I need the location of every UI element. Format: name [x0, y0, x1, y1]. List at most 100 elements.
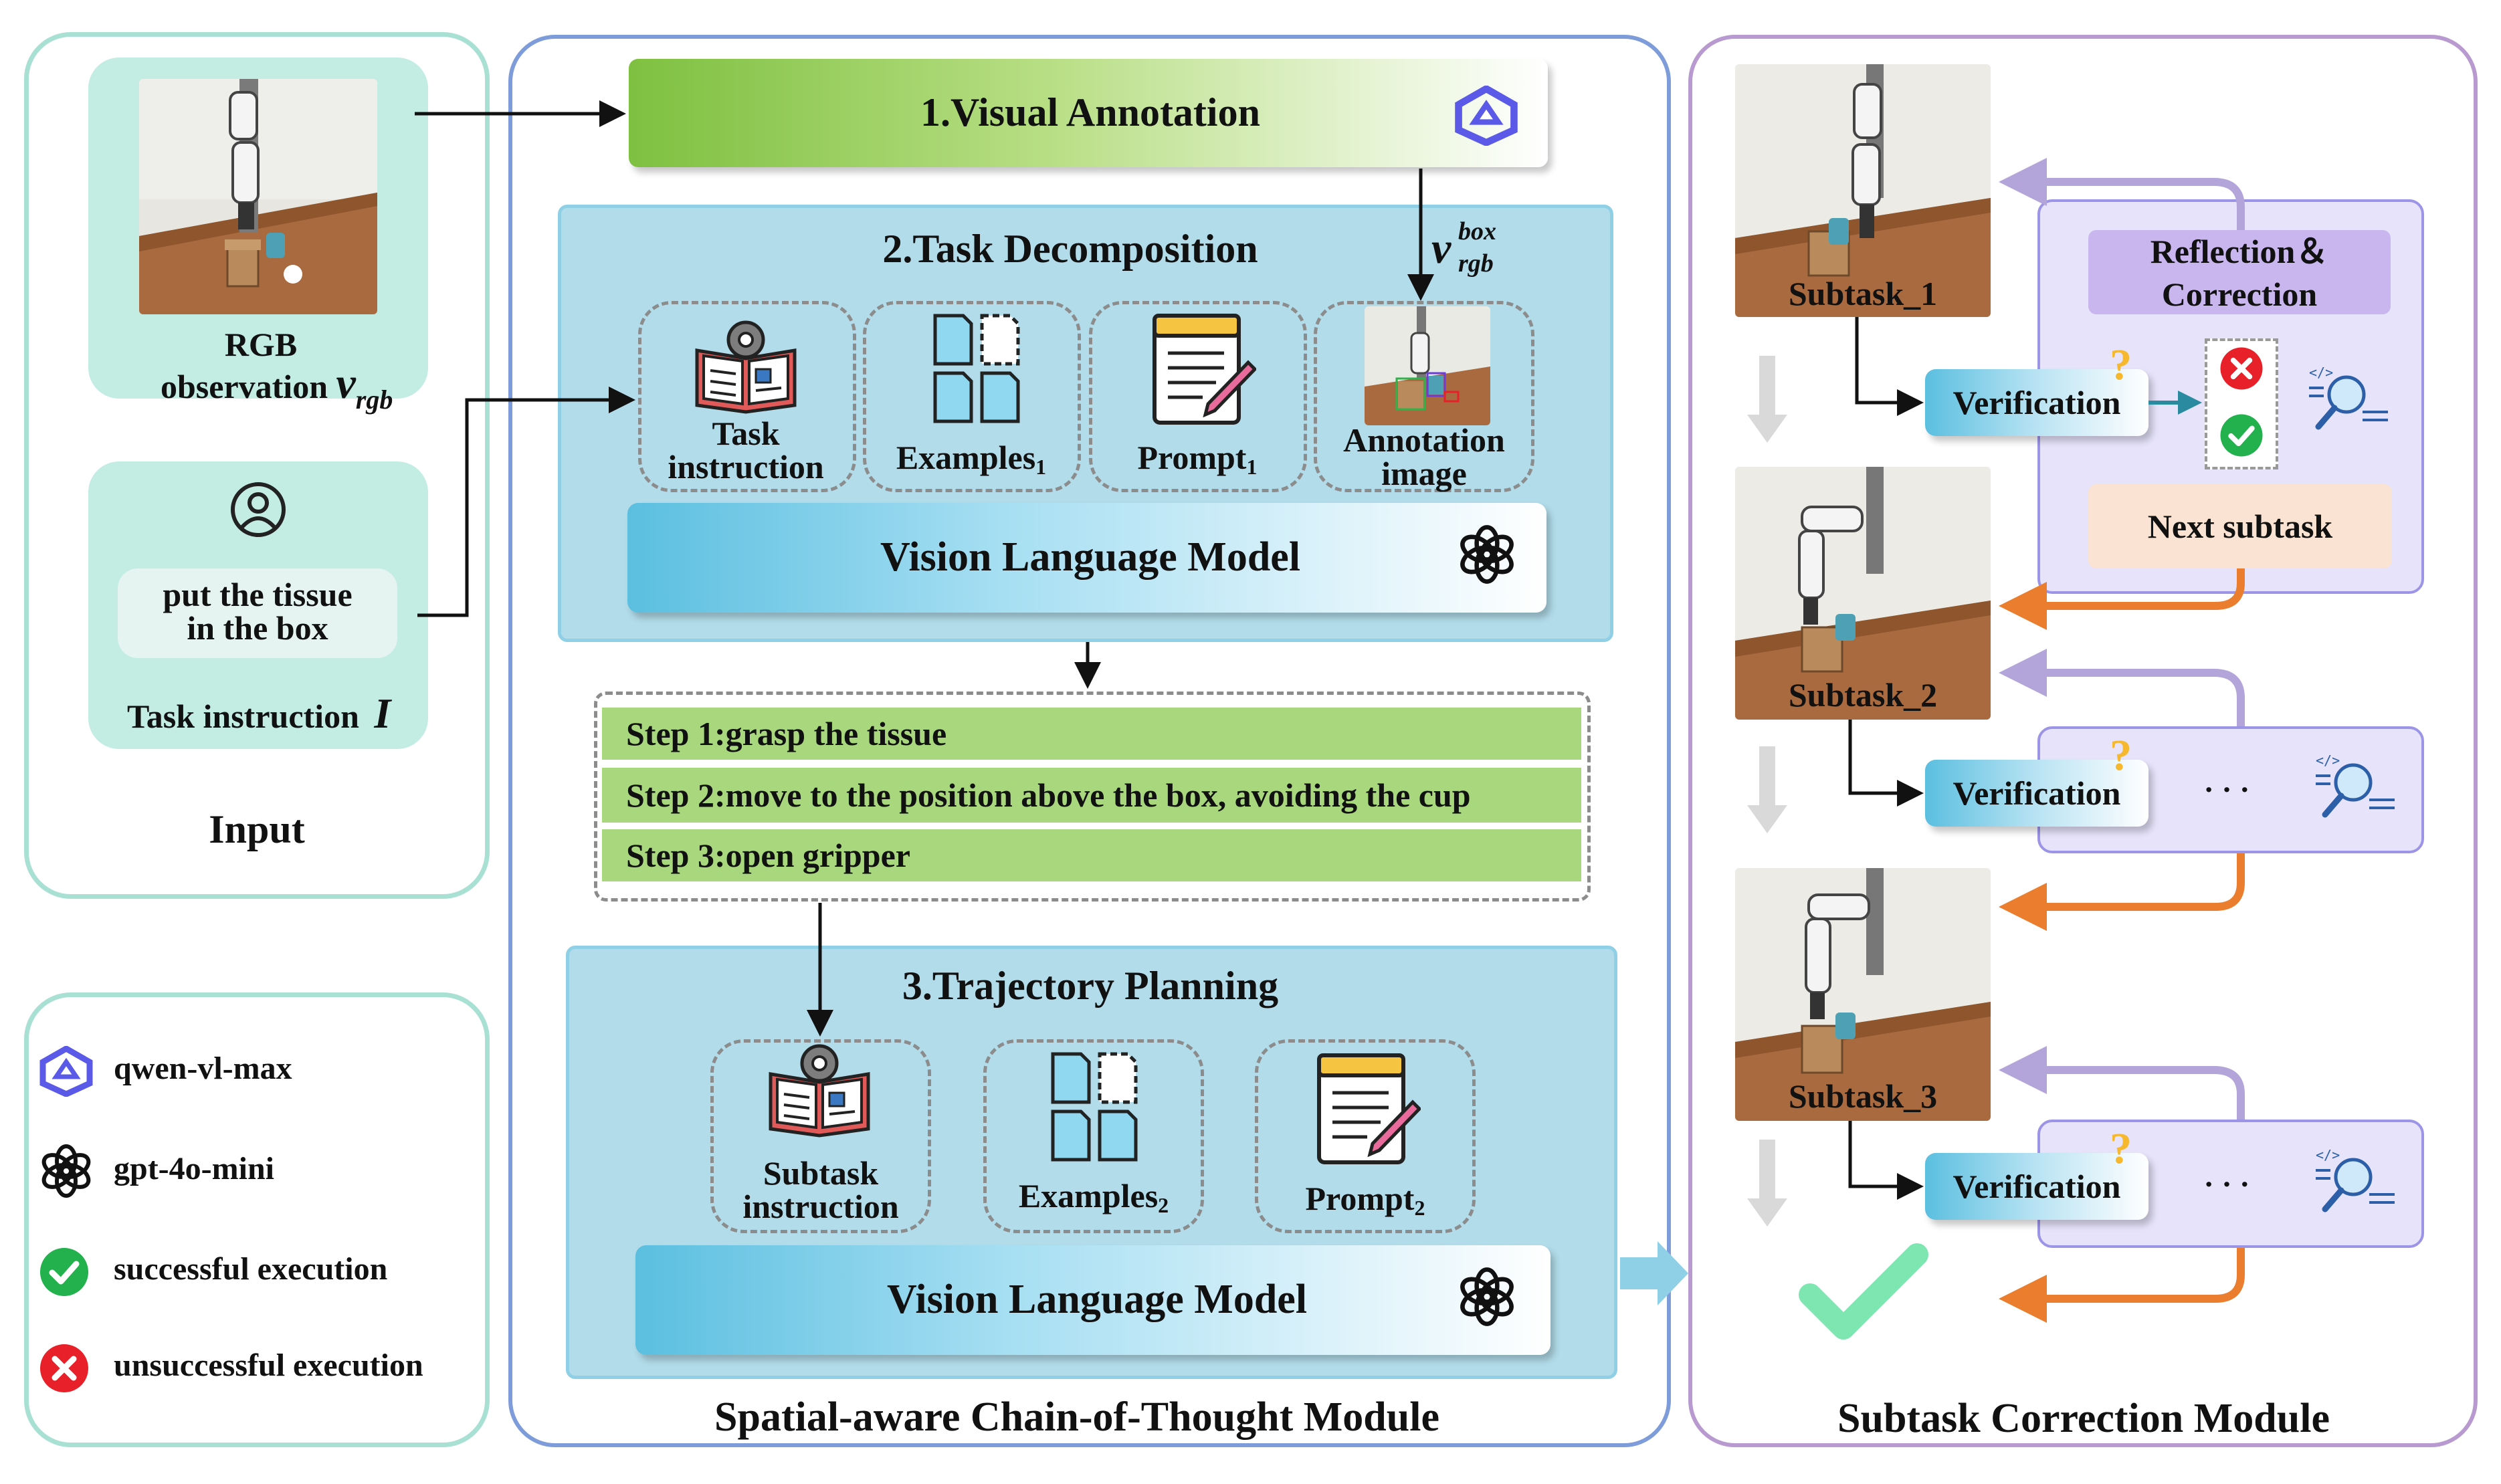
arrow-subtask3-to-verif [1848, 1121, 1924, 1200]
step-1: Step 1:grasp the tissue [602, 708, 1581, 760]
svg-text:</>: </> [2309, 364, 2333, 381]
tp-prompt-box [1255, 1039, 1476, 1233]
code-search-icon: </> [2305, 361, 2392, 441]
code-search-icon: </> [2312, 1144, 2399, 1224]
ellipsis-3: · · · [2203, 1166, 2250, 1201]
rgb-subscript: rgb [355, 385, 393, 415]
svg-text:</>: </> [2316, 752, 2340, 768]
vbox-subscript: rgb [1458, 249, 1494, 278]
openai-logo-icon [1457, 524, 1517, 585]
instruction-bubble: put the tissue in the box [118, 568, 397, 658]
book-gear-icon [689, 317, 803, 417]
question-icon-3: ? [2110, 1124, 2132, 1173]
cot-module-title: Spatial-aware Chain-of-Thought Module [714, 1394, 1439, 1440]
openai-logo-icon [39, 1144, 94, 1198]
correction-module-title: Subtask Correction Module [1837, 1395, 2330, 1441]
code-search-icon: </> [2312, 749, 2399, 829]
question-icon-1: ? [2110, 340, 2132, 389]
ellipsis-2: · · · [2203, 772, 2250, 807]
vbox-superscript: box [1458, 217, 1496, 245]
vlm-bar-1 [627, 503, 1546, 613]
step-3: Step 3:open gripper [602, 829, 1581, 881]
tp-subtask-line2: instruction [742, 1188, 899, 1225]
vlm-label-2: Vision Language Model [886, 1276, 1308, 1322]
subtask-2-image [1735, 467, 1991, 720]
instruction-line1: put the tissue [163, 576, 353, 613]
verification-2: Verification [1925, 760, 2148, 827]
purple-arrow-3 [1999, 1046, 2245, 1120]
rgb-observation-text: observation [161, 368, 328, 405]
rgb-observation-image [139, 79, 377, 314]
td-examples-sub: 1 [1035, 454, 1047, 479]
rgb-label-line1: RGB [224, 326, 298, 363]
td-examples-text: Examples [896, 439, 1036, 476]
check-icon [37, 1245, 91, 1299]
openai-logo-icon [1457, 1267, 1517, 1327]
tp-examples-box [983, 1039, 1204, 1233]
visual-annotation-bar [629, 59, 1548, 167]
visual-annotation-title: 1.Visual Annotation [920, 90, 1260, 134]
arrow-subtask2-to-verif [1848, 720, 1924, 807]
subtask-1-image [1735, 64, 1991, 317]
rgb-label-line2: observation vrgb [161, 358, 441, 415]
reflection-line1: Reflection＆ [2150, 233, 2329, 270]
user-icon [229, 480, 288, 539]
legend-qwen-label: qwen-vl-max [114, 1051, 292, 1086]
reflection-line2: Correction [2161, 276, 2318, 313]
legend-panel [24, 992, 490, 1447]
question-icon-2: ? [2110, 731, 2132, 780]
orange-arrow-1 [1999, 568, 2245, 630]
legend-success-label: successful execution [114, 1251, 388, 1287]
arrow-subtask1-to-verif [1855, 317, 1924, 416]
next-subtask-box: Next subtask [2088, 484, 2392, 568]
td-annotation-line1: Annotation [1343, 421, 1505, 459]
notepad-pencil-icon [1149, 310, 1258, 428]
legend-gpt-label: gpt-4o-mini [114, 1151, 274, 1186]
td-prompt-text: Prompt [1137, 439, 1247, 476]
check-icon [2218, 412, 2265, 459]
subtask-3-image [1735, 868, 1991, 1121]
cross-icon [2218, 345, 2265, 392]
vbox-letter: v [1431, 224, 1452, 273]
legend-fail-label: unsuccessful execution [114, 1348, 423, 1383]
subtask-3-label: Subtask_3 [1788, 1077, 1938, 1115]
task-instruction-label: Task instruction I [127, 689, 435, 737]
trajectory-planning-title: 3.Trajectory Planning [902, 963, 1279, 1008]
td-task-line1: Task [712, 415, 780, 452]
orange-arrow-3 [1999, 1248, 2245, 1323]
td-prompt-box [1089, 301, 1307, 492]
purple-arrow-1 [1999, 158, 2245, 230]
notepad-pencil-icon [1314, 1050, 1422, 1168]
vbox-symbol: v box rgb [1431, 217, 1512, 285]
arrow-cot-to-correction [1620, 1241, 1688, 1305]
td-task-line2: instruction [668, 448, 824, 486]
input-section-title: Input [209, 807, 305, 851]
vlm-bar-2 [635, 1245, 1550, 1355]
tp-prompt-sub: 2 [1414, 1195, 1425, 1220]
purple-arrow-2 [1999, 649, 2245, 726]
task-decomposition-title: 2.Task Decomposition [882, 226, 1258, 271]
td-prompt-sub: 1 [1246, 454, 1258, 479]
arrow-instruction-to-td [417, 387, 635, 617]
step-2: Step 2:move to the position above the bo… [602, 768, 1581, 823]
final-success-check-icon [1797, 1235, 1930, 1348]
reflection-header: Reflection＆ Correction [2088, 230, 2391, 314]
instruction-line2: in the box [187, 609, 328, 647]
tp-subtask-line1: Subtask [763, 1154, 879, 1192]
documents-icon [930, 312, 1023, 425]
orange-arrow-2 [1999, 853, 2245, 931]
verification-3: Verification [1925, 1153, 2148, 1220]
tp-examples-text: Examples [1018, 1177, 1159, 1214]
tp-subtask-instruction-box [710, 1039, 931, 1233]
svg-text:</>: </> [2316, 1147, 2340, 1163]
td-task-instruction-box [638, 301, 856, 492]
annotation-image [1365, 306, 1490, 425]
subtask-1-label: Subtask_1 [1788, 275, 1938, 312]
rgb-symbol: v [336, 359, 356, 408]
qwen-logo-icon [39, 1045, 94, 1097]
task-instruction-text: Task instruction [127, 698, 359, 735]
